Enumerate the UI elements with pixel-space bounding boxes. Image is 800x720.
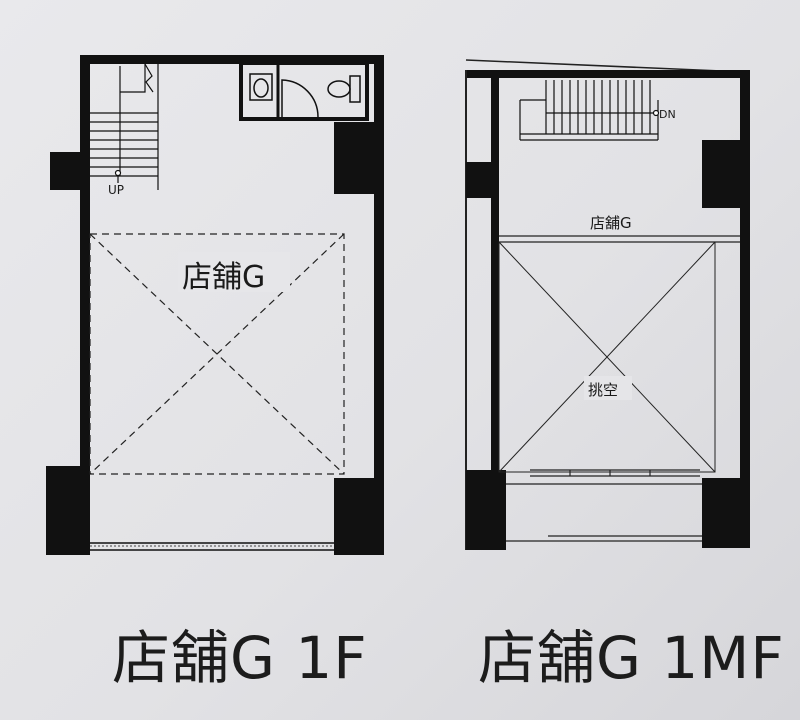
plan-1f-left-wall xyxy=(80,55,90,555)
door-swing-icon xyxy=(281,79,319,118)
plan-1f-staircase xyxy=(90,63,159,190)
plan-1mf-staircase xyxy=(519,80,660,141)
plan-1f-top-wall xyxy=(80,55,382,64)
plan-1f-bathroom xyxy=(239,61,369,121)
plan-1mf-void-label: 挑空 xyxy=(588,381,618,399)
plan-1mf-column-right-lower xyxy=(702,478,750,548)
plan-1f-room-label-bg xyxy=(178,252,290,292)
plan-1f-room-label: 店舖G xyxy=(182,260,265,295)
toilet-icon xyxy=(349,75,361,103)
plan-1mf-top-wall xyxy=(466,70,750,78)
plan-1f-column-right-lower xyxy=(334,478,384,555)
plan-1f: UP 店舖G xyxy=(46,55,384,555)
plan-1mf-railing xyxy=(499,235,740,243)
plan-1f-title: 店舖G 1F xyxy=(112,624,368,692)
plan-1mf-right-wall xyxy=(740,70,750,548)
plan-1mf-inner-wall xyxy=(491,78,499,548)
sink-icon xyxy=(249,73,273,101)
down-arrow-icon xyxy=(652,109,660,117)
plan-1mf-stair-label: DN xyxy=(659,108,676,121)
plan-1mf-column-left-upper xyxy=(466,162,499,198)
plan-1mf: DN 店舖G 挑空 xyxy=(465,59,750,550)
plan-1mf-title: 店舖G 1MF xyxy=(478,624,785,692)
plan-1f-right-wall xyxy=(374,55,384,555)
plan-1f-column-left-lower xyxy=(46,466,90,555)
plan-1mf-void xyxy=(498,241,716,473)
plan-1f-column-left-upper xyxy=(50,152,90,190)
plan-1f-column-right-upper xyxy=(334,122,384,194)
plan-1mf-room-label: 店舖G xyxy=(590,214,632,232)
plan-1mf-window-strip xyxy=(506,469,702,542)
plan-1mf-column-left-lower xyxy=(466,470,506,550)
plan-1f-stair-label: UP xyxy=(108,183,124,197)
plan-1mf-void-label-bg xyxy=(584,376,632,400)
plan-1mf-column-right-upper xyxy=(702,140,750,208)
plan-1f-entrance xyxy=(90,542,334,551)
plan-1f-dashed-opening xyxy=(89,233,345,475)
